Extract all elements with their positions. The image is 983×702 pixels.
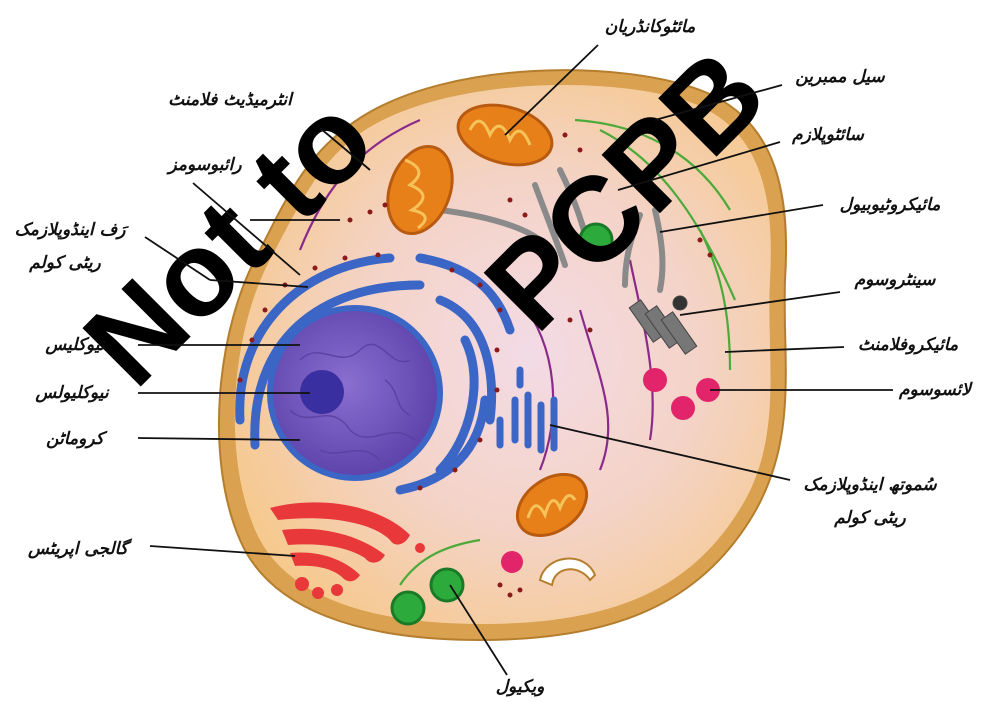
- label-cell-membrane: سیل ممبرین: [795, 67, 885, 87]
- label-lysosome: لائسوسوم: [898, 380, 973, 400]
- label-nucleus: نیوکلیس: [44, 335, 105, 355]
- label-centrosome: سینٹروسوم: [854, 270, 937, 290]
- label-ribosome: رائبوسومز: [165, 155, 242, 175]
- label-mitochondria: مائٹوکانڈریان: [605, 17, 696, 37]
- label-rough-er-line1: رَف اینڈوپلازمک: [15, 220, 130, 240]
- label-smooth-er-line1: سُموتھ اینڈوپلازمک: [803, 475, 937, 495]
- label-vacuole: ویکیول: [496, 677, 545, 697]
- label-intermediate-filament: انٹرمیڈیٹ فلامنٹ: [168, 90, 294, 110]
- label-microfilament: مائیکروفلامنٹ: [858, 335, 959, 355]
- label-rough-er-line2: ریٹی کولم: [28, 253, 101, 273]
- label-microtubule: مائیکروٹیوبیول: [840, 195, 942, 215]
- label-chromatin: کروماٹن: [46, 429, 108, 449]
- label-smooth-er-line2: ریٹی کولم: [833, 508, 906, 528]
- label-cytoplasm: سائٹوپلازم: [791, 125, 864, 145]
- label-nucleolus: نیوکلیولس: [34, 383, 109, 403]
- label-golgi: گالجی اپریٹس: [27, 538, 133, 559]
- nucleolus: [300, 370, 344, 414]
